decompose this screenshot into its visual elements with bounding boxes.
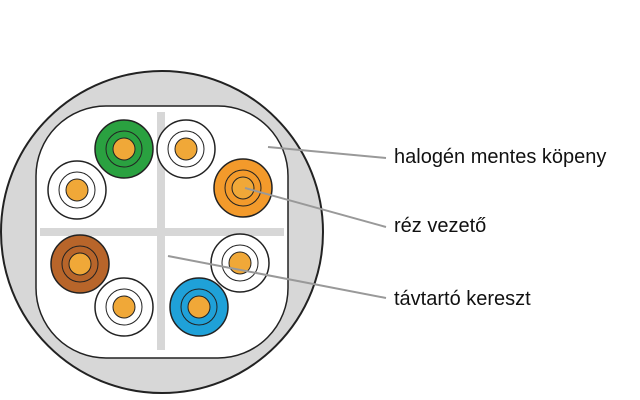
- wire-white-orange: [47, 160, 107, 220]
- wire-white-brown: [94, 277, 154, 337]
- leader-line-spacer: [167, 255, 387, 299]
- leader-line-jacket: [267, 146, 387, 159]
- wire-conductor: [112, 137, 136, 161]
- wire-green: [94, 119, 154, 179]
- conductor-label: réz vezető: [394, 215, 487, 237]
- jacket-label: halogén mentes köpeny: [394, 146, 607, 168]
- spacer-label: távtartó kereszt: [394, 288, 531, 310]
- wire-insulation-inner-ring: [221, 244, 259, 282]
- wire-conductor: [174, 137, 198, 161]
- wire-brown: [50, 234, 110, 294]
- wire-insulation-inner-ring: [105, 130, 143, 168]
- wire-conductor: [112, 295, 136, 319]
- wire-conductor: [65, 178, 89, 202]
- wire-insulation-inner-ring: [61, 245, 99, 283]
- wire-insulation-inner-ring: [58, 171, 96, 209]
- wire-white-green: [156, 119, 216, 179]
- wire-conductor: [231, 176, 255, 200]
- wire-conductor: [187, 295, 211, 319]
- wire-insulation-inner-ring: [180, 288, 218, 326]
- wire-white-blue: [210, 233, 270, 293]
- wire-insulation-inner-ring: [105, 288, 143, 326]
- spacer-cross-horizontal: [40, 228, 284, 236]
- wires-group: [47, 119, 273, 337]
- wire-blue: [169, 277, 229, 337]
- wire-orange: [213, 158, 273, 218]
- wire-conductor: [68, 252, 92, 276]
- wire-insulation-inner-ring: [167, 130, 205, 168]
- wire-insulation-inner-ring: [224, 169, 262, 207]
- leader-line-conductor: [244, 187, 387, 228]
